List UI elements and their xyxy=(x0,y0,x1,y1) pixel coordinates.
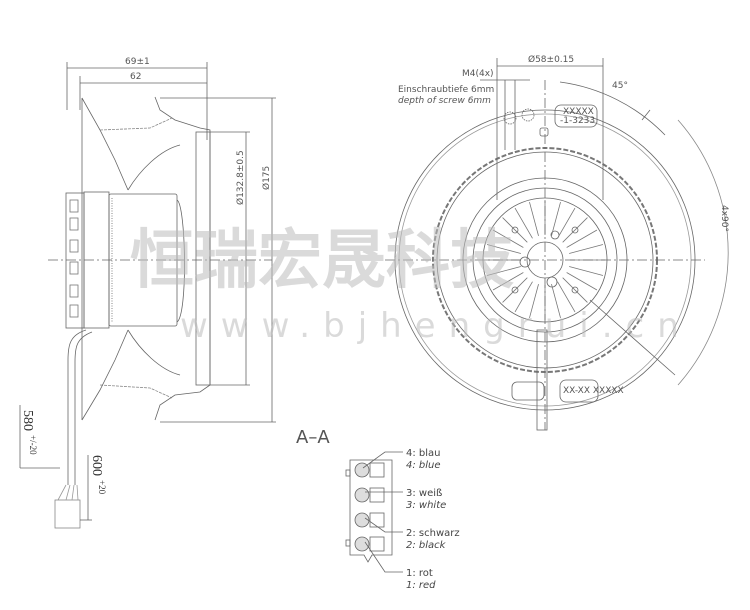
dim-bolt-circle: Ø58±0.15 xyxy=(528,54,574,65)
hub-spoke xyxy=(514,281,533,313)
svg-text:+20: +20 xyxy=(97,480,107,495)
svg-text:600: 600 xyxy=(89,455,104,476)
hub-spoke xyxy=(492,229,524,248)
label-plate-1a: XXXXX xyxy=(563,107,594,117)
pin-2-en: 2: black xyxy=(406,540,447,551)
svg-text:www.bjhengrui.cn: www.bjhengrui.cn xyxy=(180,306,692,346)
angle-45: 45° xyxy=(612,81,628,91)
pin-1-de: 1: rot xyxy=(406,568,433,579)
pin-4-en: 4: blue xyxy=(406,460,441,471)
hub-spoke xyxy=(551,284,561,319)
label-plate-2: XX-XX XXXXX xyxy=(563,386,624,396)
hub-spoke xyxy=(529,284,539,319)
pin-labels: 4: blau 4: blue 3: weiß 3: white 2: schw… xyxy=(406,448,460,591)
pin-3-en: 3: white xyxy=(406,500,446,511)
pin-housing xyxy=(369,487,385,503)
svg-text:+/-20: +/-20 xyxy=(28,435,38,455)
pin-housing xyxy=(369,462,385,478)
pin-2-de: 2: schwarz xyxy=(406,528,460,539)
hub-spoke xyxy=(562,277,588,303)
hub-spoke xyxy=(486,266,521,276)
hub-spoke xyxy=(502,277,528,303)
watermark: 恒瑞宏晟科技 www.bjhengrui.cn xyxy=(130,224,692,346)
dim-inlet-diameter: Ø132.8±0.5 xyxy=(235,150,246,205)
hub-spoke xyxy=(557,281,576,313)
svg-text:580: 580 xyxy=(20,410,35,431)
pin-housing xyxy=(369,536,385,552)
hub-spoke xyxy=(514,207,533,239)
connector-section xyxy=(345,451,403,573)
dim-outer-diameter: Ø175 xyxy=(261,166,272,190)
pin-3-de: 3: weiß xyxy=(406,488,442,499)
label-plate-1b: -1-3233 xyxy=(560,116,595,126)
cable-length-580: 580 +/-20 xyxy=(20,410,38,455)
connector-pin xyxy=(354,512,370,528)
connector-pin xyxy=(354,536,370,552)
dim-overall-length: 69±1 xyxy=(125,57,150,67)
screw-depth-de: Einschraubtiefe 6mm xyxy=(398,85,494,95)
hub-spoke xyxy=(562,217,588,243)
hub-spoke xyxy=(486,244,521,254)
hub-spoke xyxy=(502,217,528,243)
hub-spoke xyxy=(492,272,524,291)
hub-spoke xyxy=(529,201,539,236)
dim-housing-length: 62 xyxy=(130,72,141,82)
svg-text:恒瑞宏晟科技: 恒瑞宏晟科技 xyxy=(130,224,514,298)
pin-housing xyxy=(369,512,385,528)
thread-label: M4(4x) xyxy=(462,69,494,79)
hub-spoke xyxy=(551,201,561,236)
angle-4x90: 4x90° xyxy=(719,205,729,232)
connector-pin xyxy=(354,487,370,503)
hub-spoke xyxy=(566,272,598,291)
pin-1-en: 1: red xyxy=(406,580,436,591)
front-view xyxy=(385,58,729,431)
section-title: A–A xyxy=(296,427,330,448)
hub-spoke xyxy=(557,207,576,239)
hub-spoke xyxy=(566,229,598,248)
screw-depth-en: depth of screw 6mm xyxy=(398,96,491,106)
hub-spoke xyxy=(569,244,604,254)
side-view xyxy=(19,62,276,529)
pin-4-de: 4: blau xyxy=(406,448,441,459)
cable-length-600: 600 +20 xyxy=(89,455,107,495)
hub-spoke xyxy=(569,266,604,276)
